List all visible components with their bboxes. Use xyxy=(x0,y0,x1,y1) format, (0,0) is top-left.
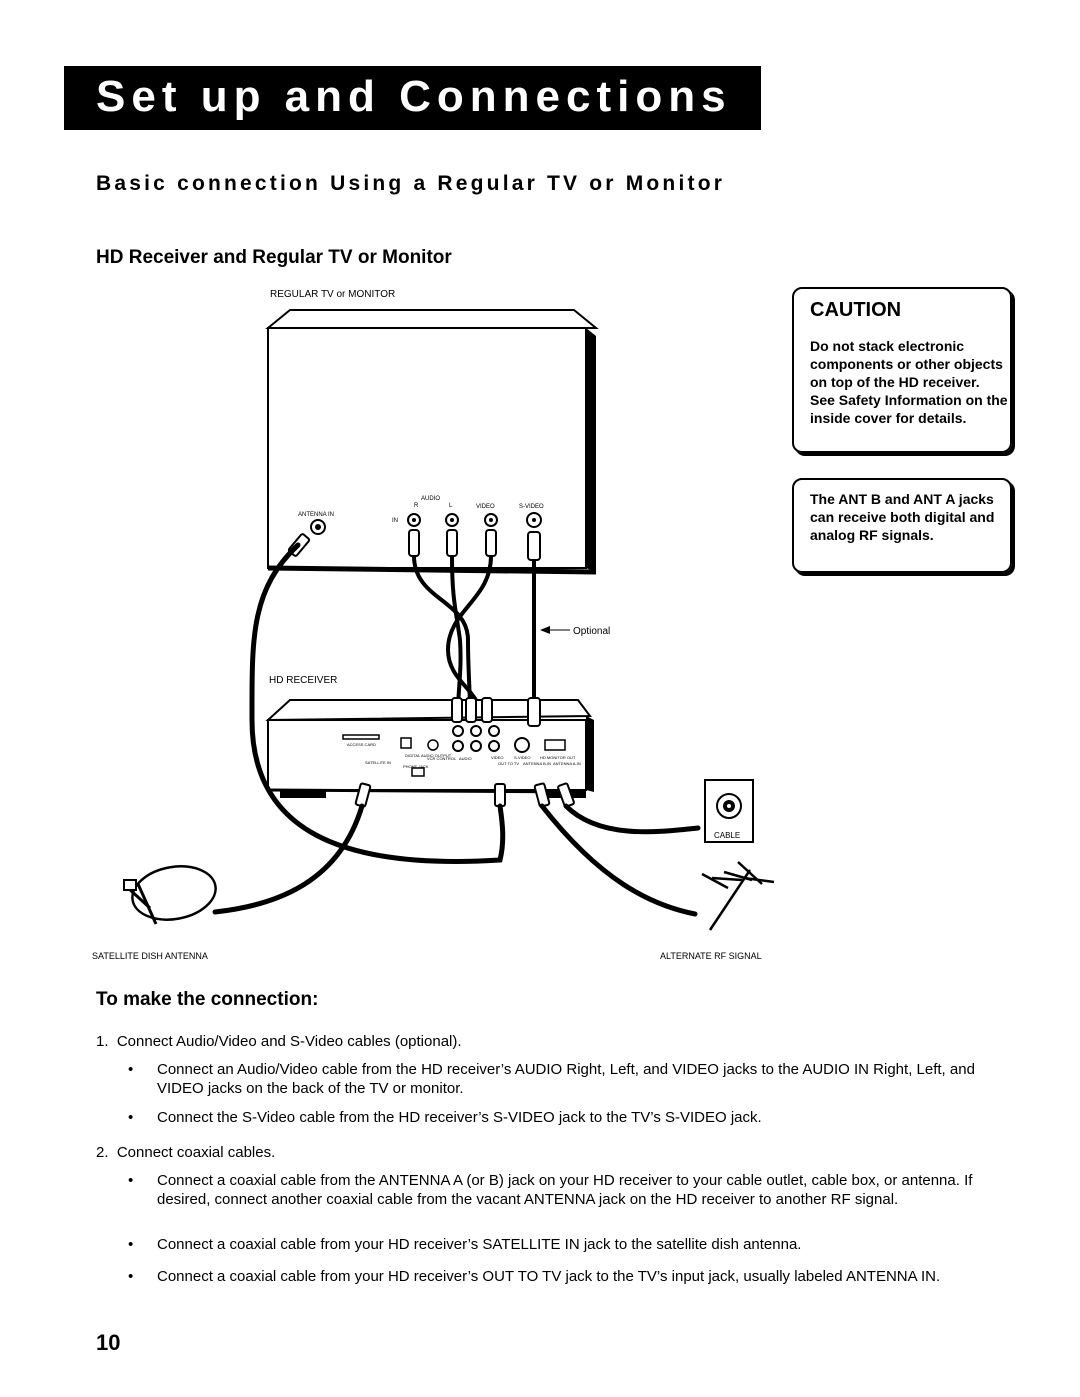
plug-out-to-tv xyxy=(494,783,506,807)
receiver-svideo-jack xyxy=(514,737,530,753)
optional-label: Optional xyxy=(573,626,610,637)
bullet-text: Connect the S-Video cable from the HD re… xyxy=(157,1109,762,1126)
tv-antenna-jack xyxy=(310,519,326,535)
access-card-slot xyxy=(342,734,380,740)
cable-label: CABLE xyxy=(714,831,740,840)
out-to-tv-label: OUT TO TV xyxy=(498,761,519,766)
tv-label: REGULAR TV or MONITOR xyxy=(270,289,395,300)
bullet-marker: • xyxy=(128,1109,134,1126)
section-subheading: HD Receiver and Regular TV or Monitor xyxy=(96,247,452,268)
bullet-text: Connect a coaxial cable from your HD rec… xyxy=(157,1268,941,1285)
hd-monitor-out-jack xyxy=(544,739,566,751)
plug-tv-audio-l xyxy=(446,529,458,557)
plug-receiver-audio-l xyxy=(451,697,463,723)
connection-heading: To make the connection: xyxy=(96,989,319,1010)
av-cables xyxy=(412,555,493,713)
rf-label: ALTERNATE RF SIGNAL xyxy=(660,951,762,961)
satellite-dish-icon xyxy=(123,865,217,925)
connection-diagram: REGULAR TV or MONITOR ANTENNA IN IN AUDI… xyxy=(92,289,775,961)
phone-jack-label: PHONE JACK xyxy=(403,764,429,769)
vcr-control-label: VCR CONTROL xyxy=(427,756,457,761)
page-number: 10 xyxy=(96,1330,121,1355)
tv-antenna-in-label: ANTENNA IN xyxy=(298,512,334,518)
tv-r-label: R xyxy=(414,503,419,509)
bullet-text: Connect a coaxial cable from the ANTENNA… xyxy=(157,1172,973,1208)
step-1: 1. Connect Audio/Video and S-Video cable… xyxy=(96,1033,462,1050)
bullet-text: Connect an Audio/Video cable from the HD… xyxy=(157,1061,975,1097)
antenna-a-label: ANTENNA A-IN xyxy=(553,761,581,766)
receiver-av-jacks xyxy=(452,725,500,752)
section-heading: Basic connection Using a Regular TV or M… xyxy=(96,172,726,195)
page-title-bar: Set up and Connections xyxy=(64,66,761,130)
antenna-note-text: The ANT B and ANT A jacks can receive bo… xyxy=(810,491,995,543)
plug-receiver-video xyxy=(481,697,493,723)
bullet-text: Connect a coaxial cable from your HD rec… xyxy=(157,1236,802,1253)
step-2: 2. Connect coaxial cables. xyxy=(96,1144,276,1161)
tv-audio-l-jack xyxy=(445,513,459,527)
plug-receiver-svideo xyxy=(527,697,541,727)
tv-l-label: L xyxy=(449,503,453,509)
tv-video-jack xyxy=(484,513,498,527)
antenna-note-box: The ANT B and ANT A jacks can receive bo… xyxy=(792,478,1012,573)
antenna-b-label: ANTENNA B-IN xyxy=(523,761,551,766)
tv-svideo-jack xyxy=(526,512,542,528)
plug-tv-audio-r xyxy=(408,529,420,557)
plug-tv-svideo xyxy=(527,531,541,561)
tv-svideo-label: S-VIDEO xyxy=(519,504,544,510)
receiver-video-label: VIDEO xyxy=(491,755,503,760)
bullet-marker: • xyxy=(128,1061,134,1078)
plug-receiver-audio-r xyxy=(465,697,477,723)
plug-tv-video xyxy=(485,529,497,557)
optional-arrowhead xyxy=(540,626,550,634)
receiver-label: HD RECEIVER xyxy=(269,675,337,686)
tv-in-label: IN xyxy=(392,518,398,524)
hd-receiver-illustration xyxy=(265,699,594,798)
receiver-audio-label: AUDIO xyxy=(459,756,472,761)
optical-out-jack xyxy=(400,737,412,749)
rf-antenna-icon xyxy=(701,861,775,931)
plug-antenna-a xyxy=(557,782,575,808)
tv-video-label: VIDEO xyxy=(476,504,495,510)
page-title: Set up and Connections xyxy=(96,72,732,121)
tv-audio-r-jack xyxy=(407,513,421,527)
hd-monitor-out-label: HD MONITOR OUT xyxy=(540,755,576,760)
satellite-label: SATELLITE DISH ANTENNA xyxy=(92,951,208,961)
caution-title: CAUTION xyxy=(810,299,902,321)
tv-audio-label: AUDIO xyxy=(421,496,440,502)
phone-jack xyxy=(411,767,425,777)
vcr-control-jack xyxy=(427,739,439,751)
digital-audio-label: DIGITAL AUDIO OUTPUT xyxy=(405,753,452,758)
coax-cables xyxy=(212,542,701,917)
bullet-marker: • xyxy=(128,1236,134,1253)
receiver-svideo-label: S-VIDEO xyxy=(514,755,530,760)
access-card-label: ACCESS CARD xyxy=(347,742,376,747)
caution-box: CAUTION Do not stack electronic componen… xyxy=(792,287,1012,453)
cable-wall-plate xyxy=(704,779,754,843)
satellite-in-label: SATELLITE IN xyxy=(365,760,391,765)
caution-text: Do not stack electronic components or ot… xyxy=(810,338,1008,426)
bullet-marker: • xyxy=(128,1172,134,1189)
bullet-marker: • xyxy=(128,1268,134,1285)
